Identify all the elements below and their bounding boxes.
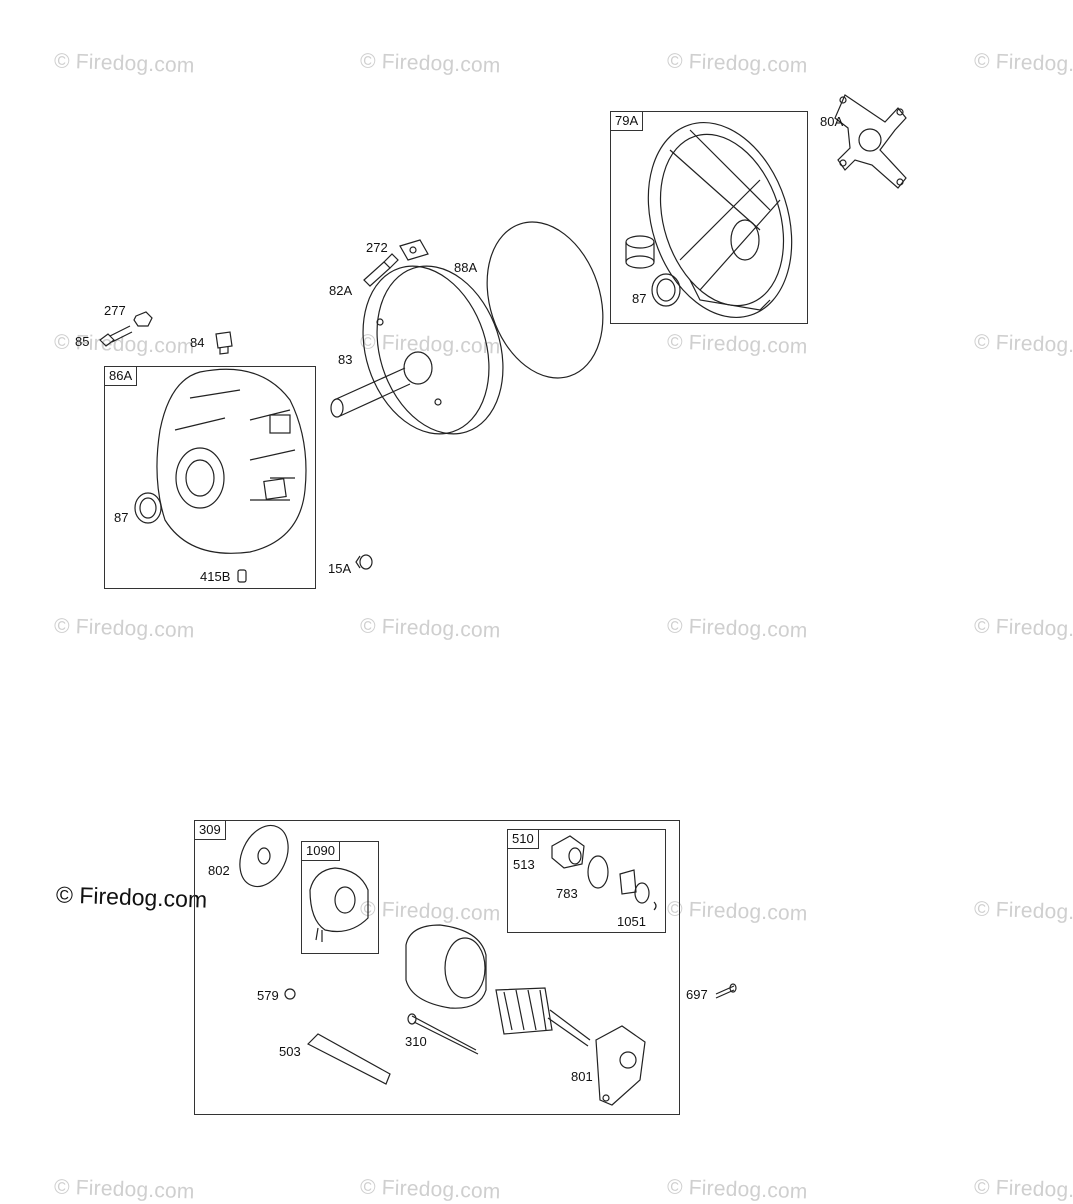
- part-label-87: 87: [114, 510, 129, 525]
- part-label-579: 579: [257, 988, 279, 1003]
- part-oring-88A: [486, 221, 604, 379]
- group-box-79A: 79A: [610, 111, 808, 324]
- part-washer-272: [399, 239, 429, 261]
- part-label-310: 310: [405, 1034, 427, 1049]
- part-label-513: 513: [513, 857, 535, 872]
- part-bracket-503: [306, 1033, 391, 1085]
- group-box-86A: 86A: [104, 366, 316, 589]
- group-label-309: 309: [195, 821, 226, 840]
- group-label-86A: 86A: [105, 367, 138, 386]
- part-plug-415B: [237, 569, 247, 583]
- group-box-1090: 1090: [301, 841, 379, 954]
- part-crankshaft-83: [330, 265, 504, 435]
- part-label-1051: 1051: [617, 914, 646, 929]
- part-bolt-85: [99, 325, 133, 347]
- part-nut-579: [284, 988, 296, 1000]
- part-screw-697: [715, 983, 737, 999]
- part-gasket-80A: [834, 94, 907, 189]
- part-gear-783: [587, 855, 650, 904]
- part-seal-87b: [651, 273, 681, 307]
- part-label-503: 503: [279, 1044, 301, 1059]
- part-label-80A: 80A: [820, 114, 844, 129]
- part-bolt-310: [407, 1013, 479, 1055]
- part-plug-15A: [355, 554, 373, 570]
- part-label-84: 84: [190, 335, 205, 350]
- part-end-cap-801: [595, 1025, 646, 1106]
- part-label-85: 85: [75, 334, 90, 349]
- part-drive-513: [551, 835, 585, 869]
- group-label-510: 510: [508, 830, 539, 849]
- part-label-783: 783: [556, 886, 578, 901]
- part-housing-86A: [156, 368, 307, 554]
- part-label-415B: 415B: [200, 569, 231, 584]
- part-bushing: [625, 235, 655, 269]
- part-bolt-82A: [363, 253, 399, 287]
- part-magnet-housing: [405, 924, 487, 1009]
- part-label-82A: 82A: [329, 283, 353, 298]
- group-label-1090: 1090: [302, 842, 340, 861]
- part-plate-802: [239, 824, 289, 888]
- part-label-801: 801: [571, 1069, 593, 1084]
- part-label-87: 87: [632, 291, 647, 306]
- part-label-83: 83: [338, 352, 353, 367]
- group-label-79A: 79A: [611, 112, 644, 131]
- part-label-15A: 15A: [328, 561, 352, 576]
- part-cover-79A: [647, 122, 793, 318]
- part-clip-1051: [653, 901, 657, 911]
- part-seal-87a: [134, 492, 162, 524]
- part-label-277: 277: [104, 303, 126, 318]
- part-label-697: 697: [686, 987, 708, 1002]
- part-label-802: 802: [208, 863, 230, 878]
- part-armature: [495, 987, 591, 1047]
- part-brush-holder-1090: [309, 867, 369, 942]
- group-box-510: 510: [507, 829, 666, 933]
- part-label-88A: 88A: [454, 260, 478, 275]
- part-label-272: 272: [366, 240, 388, 255]
- part-plug-84: [215, 331, 233, 355]
- part-nut-277: [133, 311, 153, 327]
- group-box-309: 309: [194, 820, 680, 1115]
